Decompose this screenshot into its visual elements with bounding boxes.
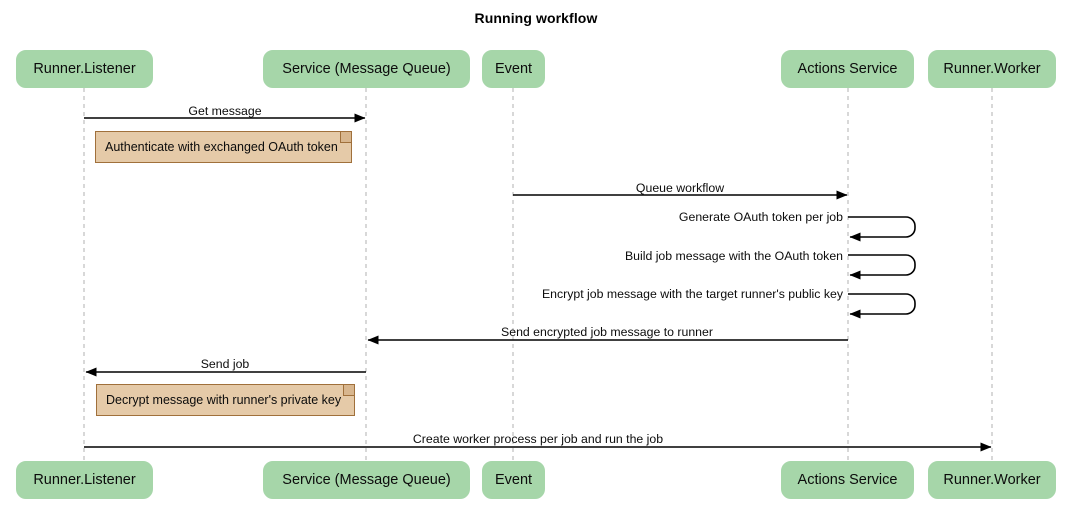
message-arrow-generate-oauth-token bbox=[848, 216, 916, 242]
participant-runner-listener-top[interactable]: Runner.Listener bbox=[16, 50, 153, 88]
message-label-send-encrypted-job-message: Send encrypted job message to runner bbox=[501, 325, 713, 339]
note-text: Decrypt message with runner's private ke… bbox=[106, 393, 342, 407]
message-label-encrypt-job-message: Encrypt job message with the target runn… bbox=[541, 287, 843, 301]
message-label-generate-oauth-token: Generate OAuth token per job bbox=[678, 210, 843, 224]
message-arrow-encrypt-job-message bbox=[848, 293, 916, 319]
participant-actions-service-bottom[interactable]: Actions Service bbox=[781, 461, 914, 499]
participant-service-message-queue-bottom[interactable]: Service (Message Queue) bbox=[263, 461, 470, 499]
participant-actions-service-top[interactable]: Actions Service bbox=[781, 50, 914, 88]
participant-event-bottom[interactable]: Event bbox=[482, 461, 545, 499]
note-authenticate-note: Authenticate with exchanged OAuth token bbox=[95, 131, 352, 163]
participant-runner-worker-bottom[interactable]: Runner.Worker bbox=[928, 461, 1056, 499]
message-label-queue-workflow: Queue workflow bbox=[635, 181, 725, 195]
participant-label: Runner.Worker bbox=[943, 61, 1041, 77]
lifelines-group bbox=[83, 88, 993, 460]
note-folded-corner-icon bbox=[343, 385, 354, 396]
participant-label: Event bbox=[494, 472, 533, 488]
participant-label: Actions Service bbox=[797, 472, 898, 488]
note-decrypt-note: Decrypt message with runner's private ke… bbox=[96, 384, 355, 416]
message-label-create-worker-process: Create worker process per job and run th… bbox=[412, 432, 664, 446]
note-text: Authenticate with exchanged OAuth token bbox=[105, 140, 338, 154]
participant-label: Actions Service bbox=[797, 61, 898, 77]
participant-runner-listener-bottom[interactable]: Runner.Listener bbox=[16, 461, 153, 499]
participant-event-top[interactable]: Event bbox=[482, 50, 545, 88]
participant-label: Service (Message Queue) bbox=[282, 61, 451, 77]
participant-label: Service (Message Queue) bbox=[282, 472, 451, 488]
message-label-send-job: Send job bbox=[200, 357, 250, 371]
participant-label: Runner.Worker bbox=[943, 472, 1041, 488]
page-title: Running workflow bbox=[474, 10, 598, 26]
participant-label: Event bbox=[494, 61, 533, 77]
participant-runner-worker-top[interactable]: Runner.Worker bbox=[928, 50, 1056, 88]
message-label-get-message: Get message bbox=[188, 104, 262, 118]
participant-label: Runner.Listener bbox=[33, 61, 136, 77]
note-folded-corner-icon bbox=[340, 132, 351, 143]
messages-group bbox=[84, 113, 992, 452]
message-arrow-build-job-message bbox=[848, 254, 916, 280]
message-label-build-job-message: Build job message with the OAuth token bbox=[624, 249, 843, 263]
participant-label: Runner.Listener bbox=[33, 472, 136, 488]
participant-service-message-queue-top[interactable]: Service (Message Queue) bbox=[263, 50, 470, 88]
